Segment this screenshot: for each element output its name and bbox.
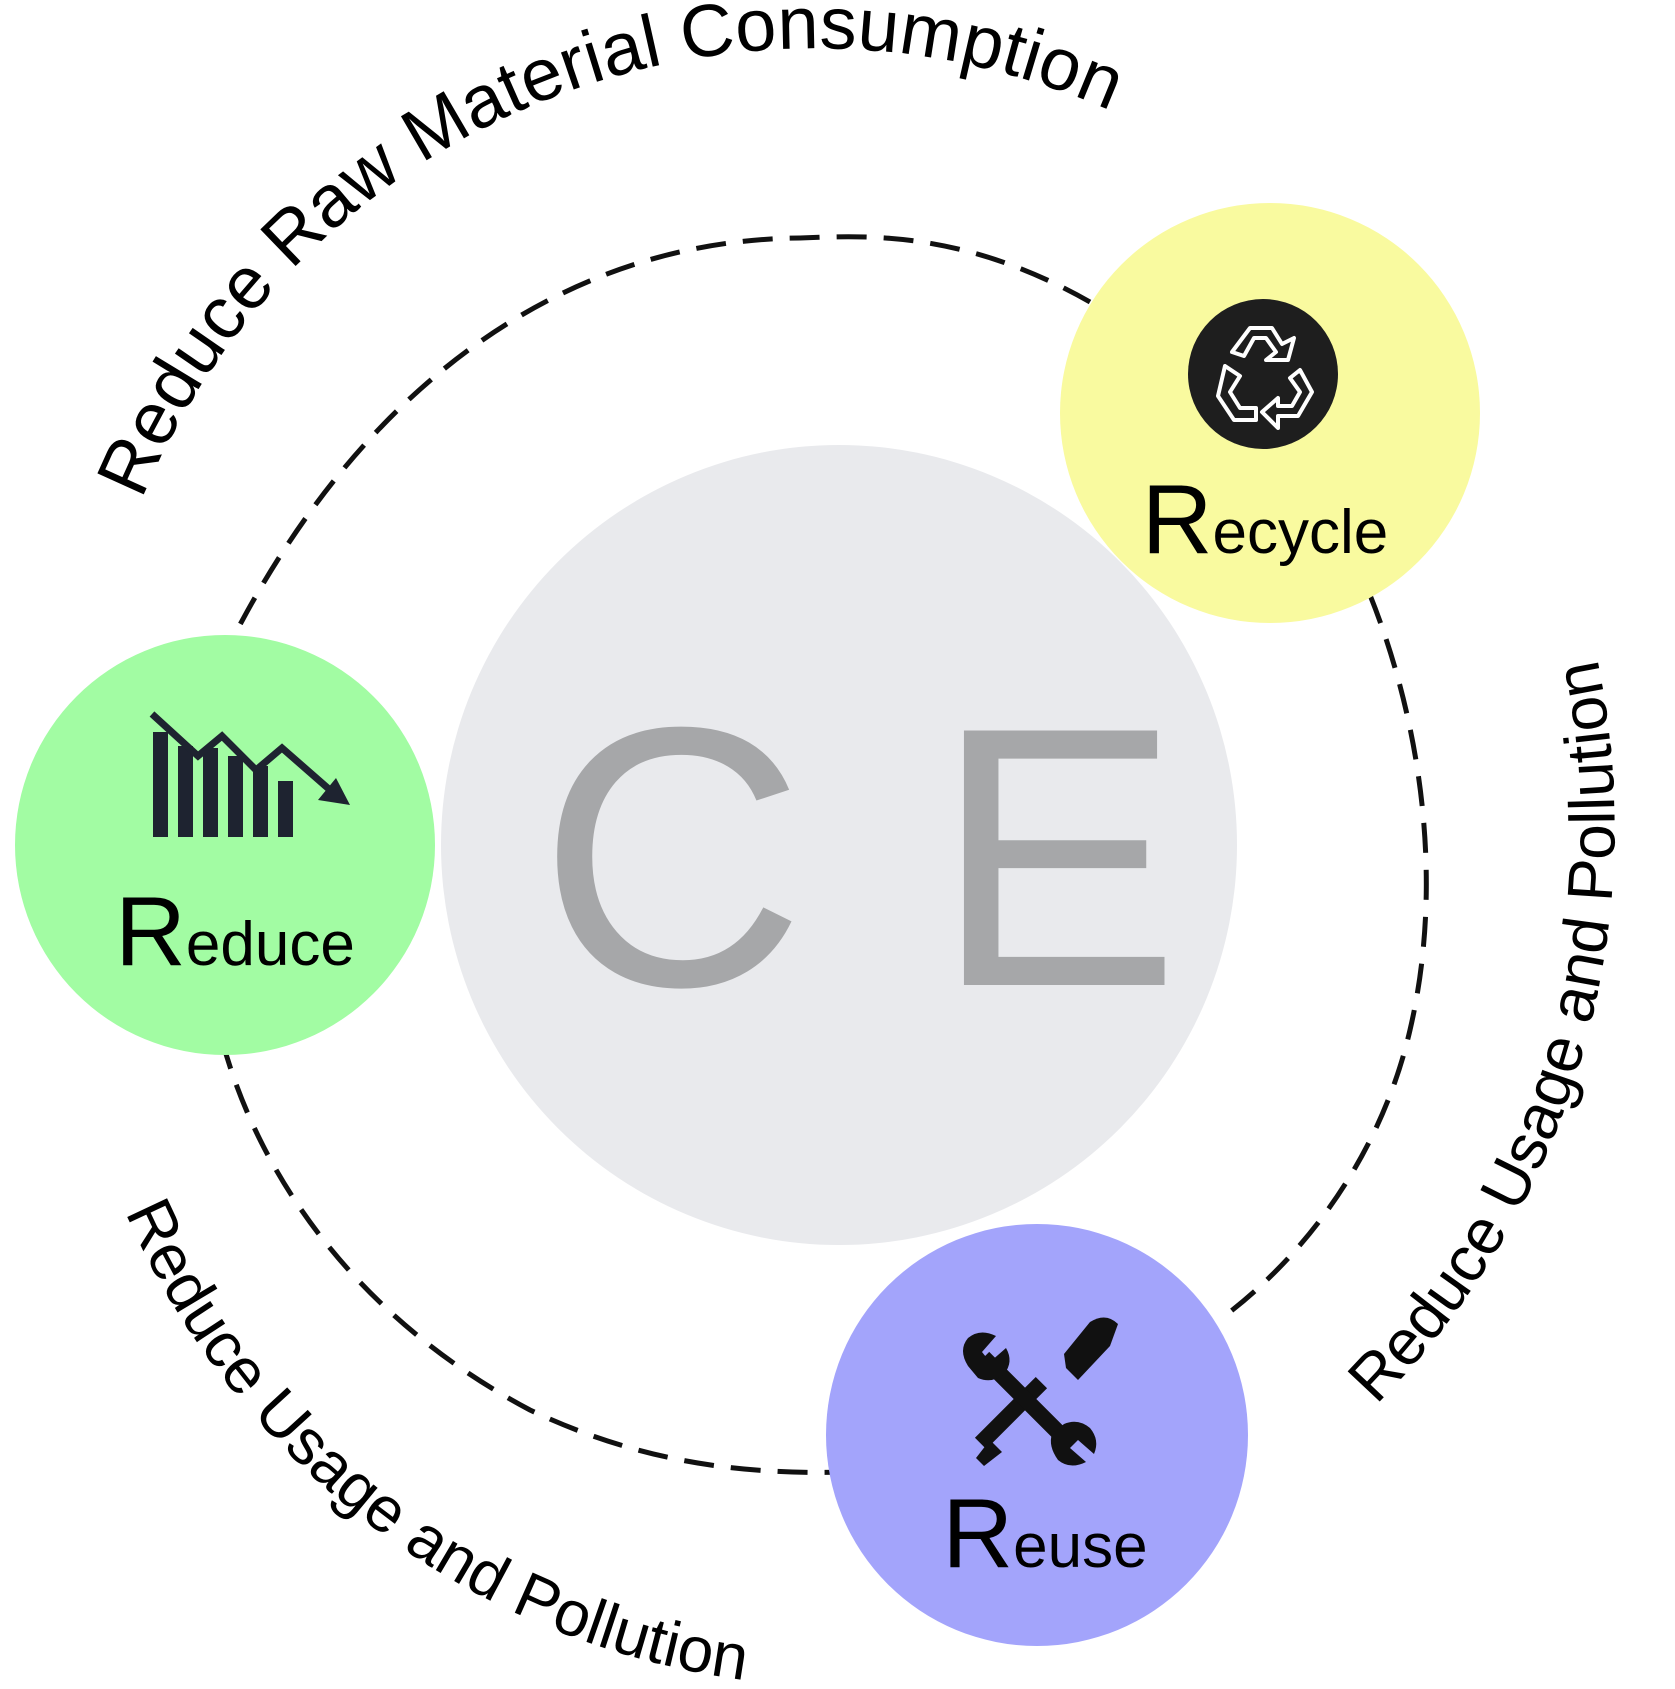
wrench-screwdriver-icon: [963, 1317, 1118, 1466]
center-ce-circle: C E: [441, 445, 1237, 1245]
center-letter-e: E: [934, 651, 1181, 1064]
reuse-node: Reuse: [826, 1224, 1248, 1646]
recycle-icon: [1188, 299, 1338, 449]
recycle-label: Recycle: [1142, 464, 1389, 574]
recycle-node: Recycle: [1060, 203, 1480, 623]
reduce-node: Reduce: [15, 635, 435, 1055]
center-letter-c: C: [538, 651, 805, 1064]
arc-label-bottom-left: Reduce Usage and Pollution: [112, 1188, 753, 1689]
reduce-label: Reduce: [115, 876, 355, 986]
reuse-label: Reuse: [942, 1478, 1147, 1588]
dashed-ring: [219, 234, 1429, 1475]
arc-label-right: Reduce Usage and Pollution: [1334, 656, 1629, 1415]
declining-chart-icon: [149, 711, 350, 837]
